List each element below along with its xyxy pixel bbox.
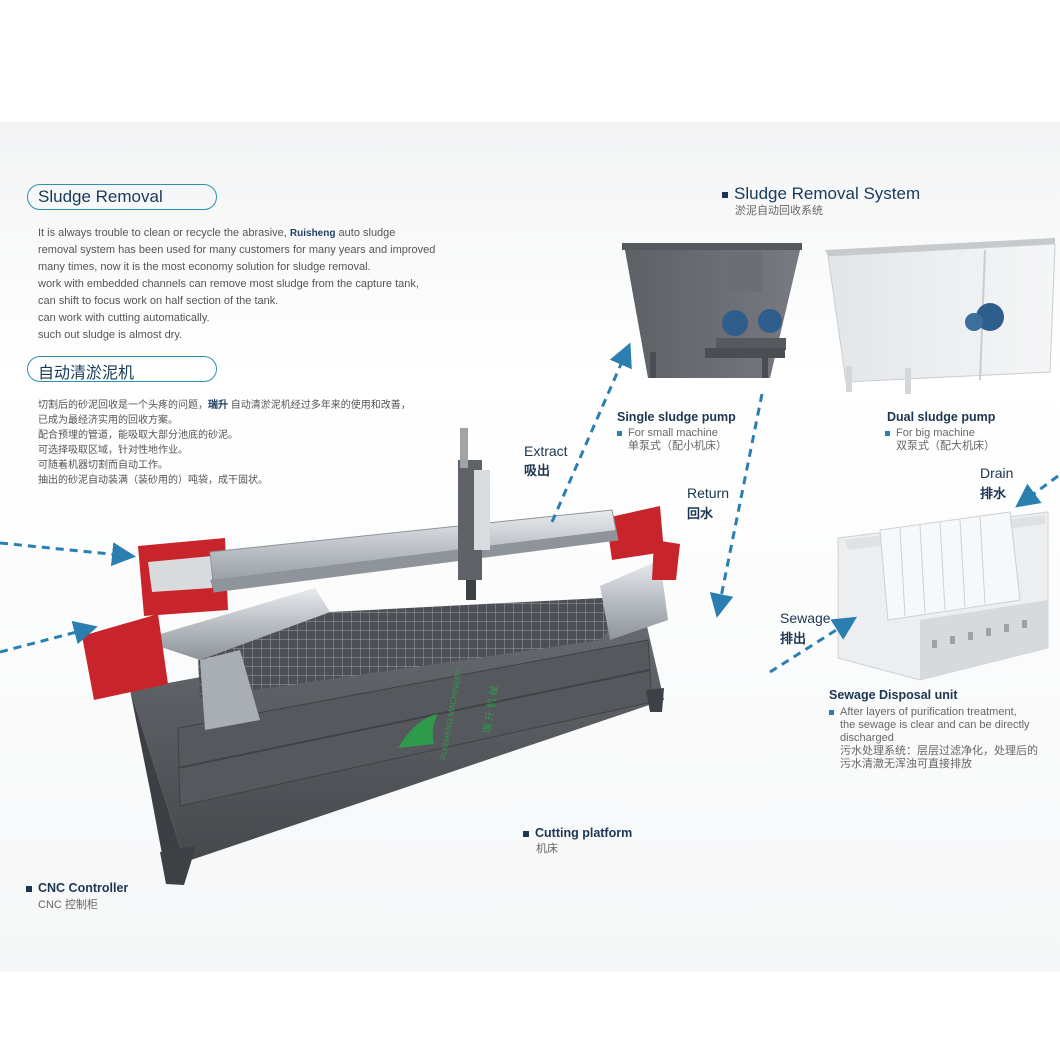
para-en-line-3: many times, now it is the most economy s…: [38, 261, 371, 273]
cnc-controller-cn: CNC 控制柜: [38, 899, 98, 911]
para-en-line-4: work with embedded channels can remove m…: [38, 278, 419, 290]
system-title-cn: 淤泥自动回收系统: [735, 205, 823, 217]
flow-return-cn: 回水: [687, 506, 714, 521]
single-pump-tank: [622, 243, 802, 378]
bullet-icon: [26, 885, 32, 892]
sewage-disposal-tank: [837, 511, 1049, 681]
cutting-platform-cn: 机床: [536, 843, 558, 855]
flow-extract-en: Extract: [524, 443, 568, 459]
para-cn-line-4: 可选择吸取区域，针对性地作业。: [38, 445, 188, 456]
flow-sewage-cn: 排出: [780, 631, 807, 646]
para-cn-line-6: 抽出的砂泥自动装满（装砂用的）吨袋，成干固状。: [38, 475, 268, 486]
sewage-unit-desc: After layers of purification treatment, …: [829, 706, 1038, 771]
para-cn-line-3: 配合预埋的管道，能吸取大部分池底的砂泥。: [38, 430, 238, 441]
cnc-controller-title: CNC Controller: [26, 881, 128, 895]
flow-drain-cn: 排水: [980, 486, 1007, 501]
dual-pump-tank: [825, 238, 1056, 394]
para-cn-line-5: 可随着机器切割而自动工作。: [38, 460, 168, 471]
para-en-line-1: It is always trouble to clean or recycle…: [38, 227, 396, 239]
drain-arrow: [1015, 474, 1059, 508]
dual-pump-desc: For big machine 双泵式（配大机床）: [885, 427, 995, 453]
para-en-line-7: such out sludge is almost dry.: [38, 329, 183, 341]
para-cn-line-2: 已成为最经济实用的回收方案。: [38, 415, 178, 426]
bullet-icon: [829, 709, 834, 715]
para-en-line-2: removal system has been used for many cu…: [38, 244, 436, 256]
sewage-unit-title: Sewage Disposal unit: [829, 688, 958, 702]
flow-sewage-en: Sewage: [780, 610, 831, 626]
dual-pump-title: Dual sludge pump: [887, 410, 996, 424]
bullet-icon: [523, 830, 529, 837]
single-pump-desc: For small machine 单泵式（配小机床）: [617, 427, 727, 453]
extract-arrow: [550, 342, 632, 523]
sewage-arrow: [769, 616, 858, 674]
title-pill-cn: [27, 356, 217, 382]
title-sludge-removal-cn: 自动清淤泥机: [38, 365, 135, 382]
bullet-icon: [617, 430, 622, 436]
system-title: Sludge Removal System: [722, 184, 920, 204]
title-sludge-removal: Sludge Removal: [38, 187, 163, 206]
inlet-arrow-2: [0, 620, 98, 654]
para-en-line-6: can work with cutting automatically.: [38, 312, 210, 324]
bullet-icon: [885, 430, 890, 436]
single-pump-title: Single sludge pump: [617, 410, 736, 424]
para-en-line-5: can shift to focus work on half section …: [38, 295, 279, 307]
title-pill-en: [27, 184, 217, 210]
bullet-icon: [722, 191, 728, 198]
flow-drain-en: Drain: [980, 465, 1014, 481]
waterjet-machine: [82, 428, 680, 885]
return-arrow: [709, 393, 764, 618]
inlet-arrow-1: [0, 541, 136, 567]
paragraph-cn: 切割后的砂泥回收是一个头疼的问题，瑞升 自动清淤泥机经过多年来的使用和改善， 已…: [38, 398, 411, 488]
cutting-platform-title: Cutting platform: [523, 826, 632, 840]
flow-return-en: Return: [687, 485, 730, 501]
flow-extract-cn: 吸出: [524, 463, 551, 478]
para-cn-line-1: 切割后的砂泥回收是一个头疼的问题，瑞升 自动清淤泥机经过多年来的使用和改善，: [38, 400, 411, 411]
paragraph-en: It is always trouble to clean or recycle…: [38, 225, 435, 344]
